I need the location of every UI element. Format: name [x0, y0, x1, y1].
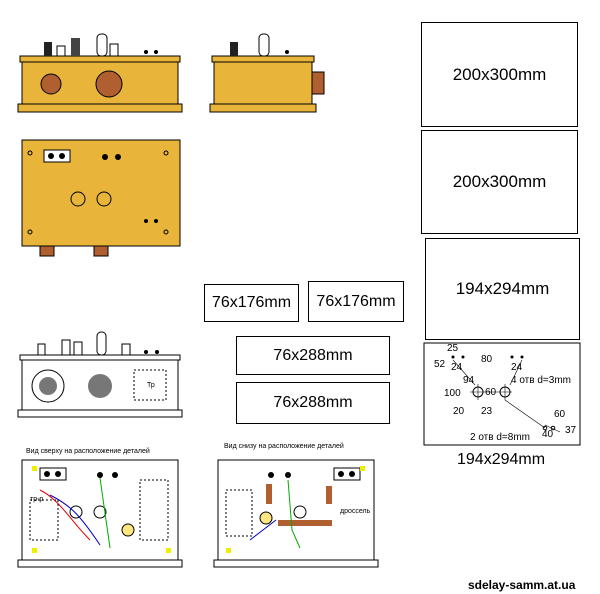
panel-side-b-label: 76x176mm: [316, 292, 396, 310]
dim-label: 25: [447, 343, 459, 354]
dim-label: 20: [453, 406, 465, 417]
transformer-small-label: тр-р: [30, 496, 44, 503]
bottom-view-caption: Вид снизу на расположение деталей: [224, 443, 344, 450]
dim-label: 60: [485, 387, 497, 398]
panel-top-2-label: 200x300mm: [452, 172, 547, 191]
dim-label: 52: [434, 359, 446, 370]
dim-label: 94: [463, 375, 475, 386]
dim-label: 37: [565, 425, 577, 436]
top-plate-view: [21, 139, 181, 257]
panel-side-a-label: 76x176mm: [211, 294, 292, 311]
top-layout-view: [17, 459, 183, 568]
bottom-layout-view: [213, 459, 379, 568]
drilling-panel-label: 194x294mm: [457, 451, 546, 468]
site-footer: sdelay-samm.at.ua: [468, 578, 576, 592]
panel-mid-label: 194x294mm: [455, 279, 550, 298]
dim-label: 24: [511, 362, 523, 373]
choke-label: дроссель: [340, 508, 371, 515]
dim-label: 2 отв d=8mm: [470, 432, 530, 443]
panel-top-1-label: 200x300mm: [452, 64, 547, 84]
front-view-white: [17, 331, 183, 418]
dim-label: 23: [481, 406, 493, 417]
panel-top-2: 200x300mm: [421, 130, 578, 234]
transformer-label: Тр: [147, 382, 155, 389]
dim-label: 40: [542, 429, 554, 440]
panel-side-a: 76x176mm: [204, 284, 299, 322]
panel-front-a: 76x288mm: [236, 336, 390, 375]
panel-top-1: 200x300mm: [421, 22, 578, 127]
dim-label: 60: [554, 409, 566, 420]
panel-side-b: 76x176mm: [308, 281, 404, 322]
panel-mid: 194x294mm: [425, 238, 580, 340]
panel-front-b: 76x288mm: [236, 382, 390, 424]
panel-front-b-label: 76x288mm: [273, 394, 353, 411]
panel-front-a-label: 76x288mm: [273, 346, 353, 364]
side-view: [209, 33, 325, 113]
top-view-caption: Вид сверху на расположение деталей: [26, 448, 150, 455]
dim-label: 100: [444, 388, 461, 399]
dim-label: 24: [451, 362, 463, 373]
dim-label: 4 отв d=3mm: [511, 375, 571, 386]
dim-label: 80: [481, 354, 493, 365]
drilling-plan: [423, 342, 581, 446]
front-view: [17, 33, 183, 113]
